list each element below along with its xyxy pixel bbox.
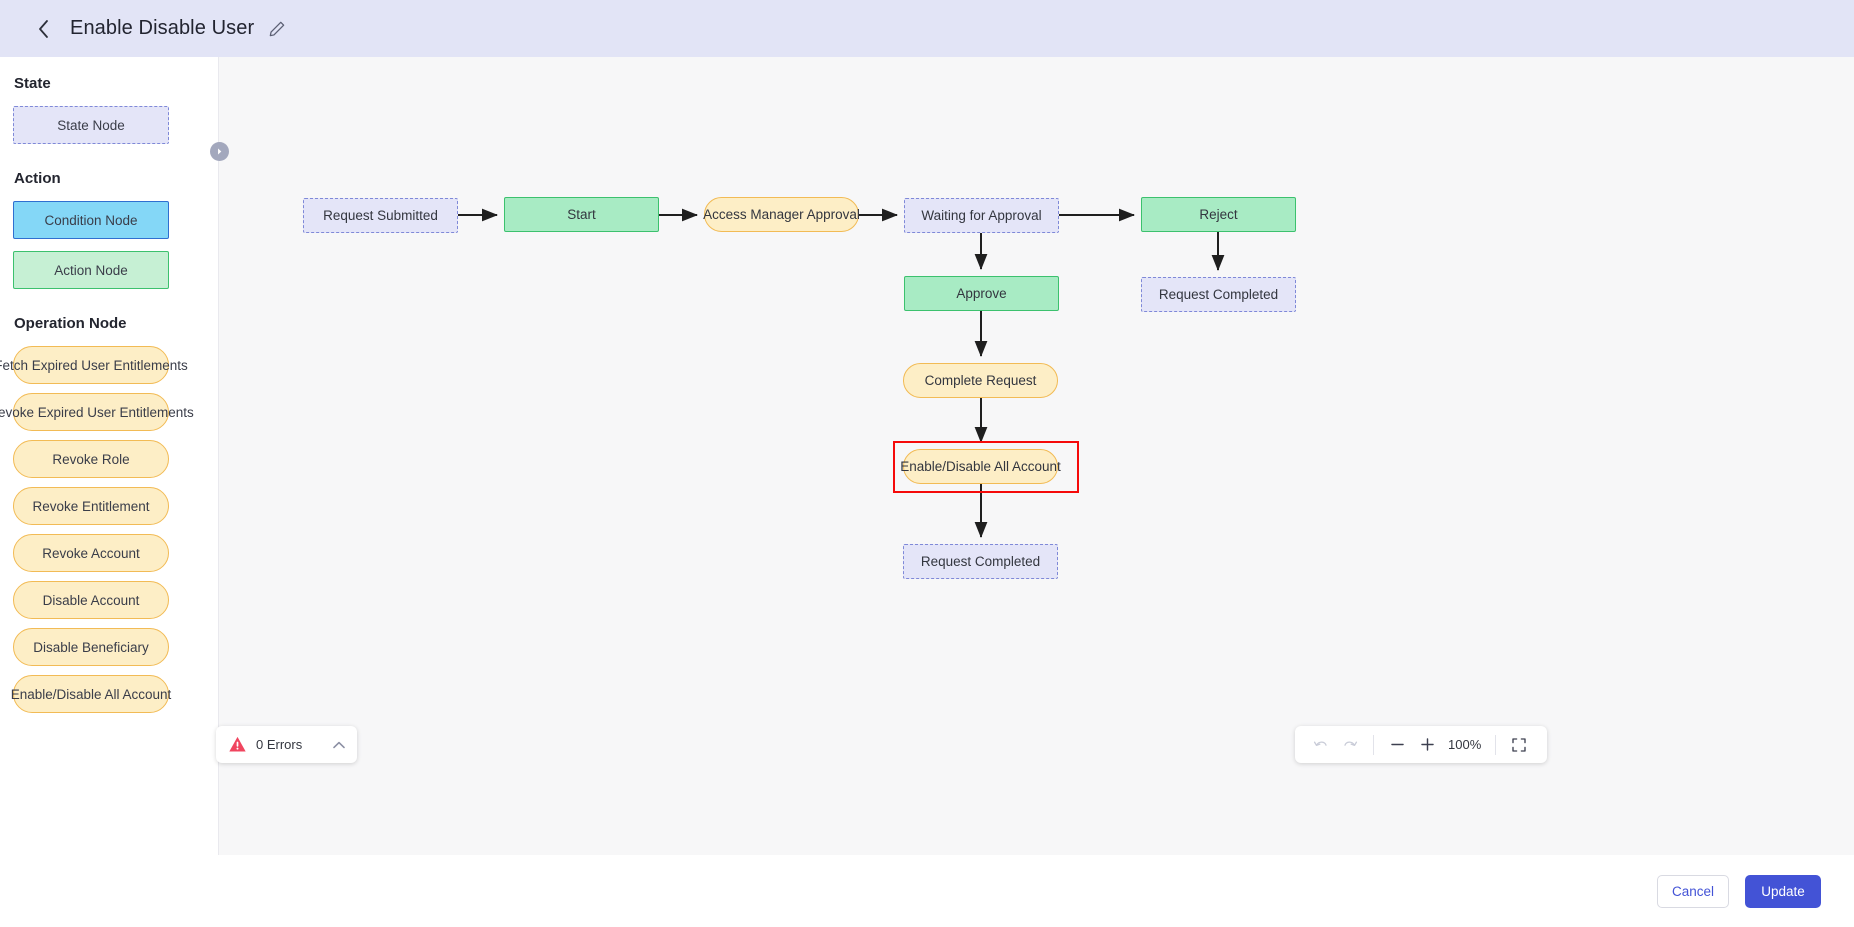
flow-graph: Request Submitted Start Access Manager A…: [219, 57, 1854, 855]
zoom-in-button[interactable]: [1412, 730, 1442, 760]
update-button[interactable]: Update: [1745, 874, 1821, 908]
flow-node-access-manager-approval[interactable]: Access Manager Approval: [703, 197, 860, 232]
undo-icon: [1313, 741, 1327, 746]
action-footer: Cancel Update: [0, 855, 1854, 927]
flow-node-request-completed-final[interactable]: Request Completed: [903, 544, 1058, 579]
flow-node-reject[interactable]: Reject: [1141, 197, 1296, 232]
flow-node-label: Reject: [1199, 207, 1238, 222]
palette-item-action-node[interactable]: Action Node: [13, 251, 169, 289]
app-header: Enable Disable User: [0, 0, 1854, 57]
flow-node-label: Request Submitted: [323, 208, 438, 223]
toolbar-divider: [1495, 734, 1497, 755]
flow-node-request-submitted[interactable]: Request Submitted: [303, 198, 458, 233]
palette-item-label: Fetch Expired User Entitlements: [0, 357, 188, 373]
flow-node-label: Complete Request: [924, 373, 1037, 388]
flow-edges: [458, 208, 1225, 538]
flow-node-request-completed-reject[interactable]: Request Completed: [1141, 277, 1296, 312]
flow-node-approve[interactable]: Approve: [904, 276, 1059, 311]
pencil-icon[interactable]: [268, 20, 286, 38]
palette-section-title-action: Action: [14, 170, 61, 187]
palette-item-enable-disable-all-account[interactable]: Enable/Disable All Account: [10, 675, 172, 713]
palette-item-revoke-entitlement[interactable]: Revoke Entitlement: [13, 487, 169, 525]
workflow-canvas[interactable]: Request Submitted Start Access Manager A…: [219, 57, 1854, 855]
cancel-button[interactable]: Cancel: [1657, 874, 1729, 908]
palette-item-label: Action Node: [54, 262, 128, 278]
palette-item-disable-beneficiary[interactable]: Disable Beneficiary: [13, 628, 169, 666]
palette-item-label: Revoke Expired User Entitlements: [0, 404, 194, 420]
flow-node-start[interactable]: Start: [504, 197, 659, 232]
fit-view-button[interactable]: [1504, 730, 1534, 760]
back-button[interactable]: [30, 16, 56, 42]
zoom-out-button[interactable]: [1382, 730, 1412, 760]
palette-item-label: Disable Beneficiary: [33, 639, 149, 655]
node-palette-sidebar: State State Node Action Condition Node A…: [0, 57, 219, 855]
chevron-up-icon[interactable]: [333, 741, 345, 749]
palette-item-disable-account[interactable]: Disable Account: [13, 581, 169, 619]
palette-item-fetch-expired-user-entitlements[interactable]: Fetch Expired User Entitlements: [0, 346, 188, 384]
redo-button[interactable]: [1335, 730, 1365, 760]
palette-item-label: State Node: [57, 117, 125, 133]
minus-icon: [1390, 743, 1404, 746]
palette-item-revoke-account[interactable]: Revoke Account: [13, 534, 169, 572]
flow-node-waiting-for-approval[interactable]: Waiting for Approval: [904, 198, 1059, 233]
palette-item-label: Revoke Account: [42, 545, 140, 561]
canvas-zoom-toolbar: 100%: [1295, 726, 1547, 763]
page-title: Enable Disable User: [70, 17, 255, 39]
zoom-level-label[interactable]: 100%: [1448, 737, 1482, 752]
palette-item-label: Disable Account: [42, 592, 140, 608]
flow-node-label: Enable/Disable All Account: [900, 459, 1061, 474]
palette-item-label: Revoke Role: [52, 451, 130, 467]
errors-panel-toggle[interactable]: 0 Errors: [216, 726, 357, 763]
flow-node-label: Access Manager Approval: [703, 207, 860, 222]
flow-node-enable-disable-all-account[interactable]: Enable/Disable All Account: [900, 449, 1061, 484]
sidebar-collapse-toggle[interactable]: [210, 142, 229, 161]
fullscreen-icon: [1512, 737, 1526, 752]
redo-icon: [1343, 741, 1357, 746]
flow-node-label: Start: [567, 207, 596, 222]
flow-node-label: Approve: [956, 286, 1007, 301]
operation-node-list: Fetch Expired User Entitlements Revoke E…: [0, 346, 218, 713]
flow-node-complete-request[interactable]: Complete Request: [903, 363, 1058, 398]
chevron-right-circle-icon: [218, 148, 222, 155]
palette-item-label: Revoke Entitlement: [32, 498, 150, 514]
undo-button[interactable]: [1305, 730, 1335, 760]
palette-section-title-operation: Operation Node: [14, 315, 127, 332]
palette-item-condition-node[interactable]: Condition Node: [13, 201, 169, 239]
plus-icon: [1420, 738, 1434, 751]
toolbar-divider: [1373, 734, 1374, 755]
flow-node-label: Request Completed: [1158, 287, 1279, 302]
palette-section-title-state: State: [14, 75, 51, 92]
palette-item-revoke-expired-user-entitlements[interactable]: Revoke Expired User Entitlements: [0, 393, 194, 431]
flow-node-label: Waiting for Approval: [921, 208, 1042, 223]
chevron-left-icon: [38, 19, 48, 38]
editor-body: State State Node Action Condition Node A…: [0, 57, 1854, 855]
palette-item-state-node[interactable]: State Node: [13, 106, 169, 144]
warning-triangle-icon: [229, 736, 246, 752]
errors-count-label: 0 Errors: [256, 737, 303, 752]
palette-item-revoke-role[interactable]: Revoke Role: [13, 440, 169, 478]
palette-item-label: Enable/Disable All Account: [10, 686, 172, 702]
flow-node-label: Request Completed: [920, 554, 1041, 569]
palette-item-label: Condition Node: [44, 212, 138, 228]
